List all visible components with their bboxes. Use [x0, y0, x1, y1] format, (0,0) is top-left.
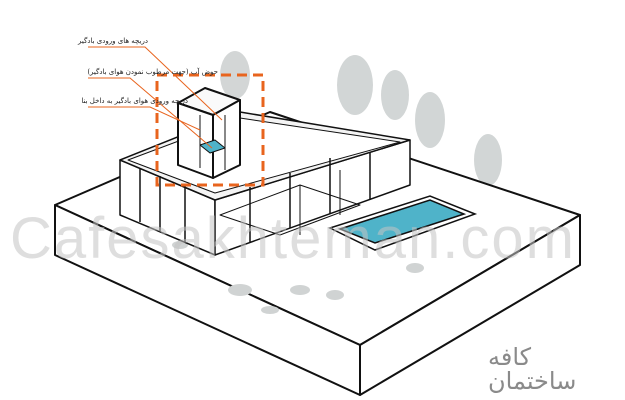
highlight-dashed-box: [155, 73, 265, 187]
ground-shrubs: [172, 241, 424, 314]
windcatcher-tower: [177, 87, 241, 179]
swimming-pool: [327, 195, 478, 251]
trees: [220, 51, 502, 186]
logo-line1: کافه: [488, 343, 532, 371]
logo-line2: ساختمان: [488, 367, 577, 395]
label-intake-vents: دریچه های ورودی بادگیر: [78, 37, 148, 45]
leader-lines: [88, 46, 223, 149]
brand-logo: کافه ساختمان: [488, 345, 576, 393]
label-water-pool: حوض آب (جهت مرطوب نمودن هوای بادگیر): [87, 68, 218, 76]
label-air-inlet: دریچه ورودی هوای بادگیر به داخل بنا: [81, 97, 188, 105]
